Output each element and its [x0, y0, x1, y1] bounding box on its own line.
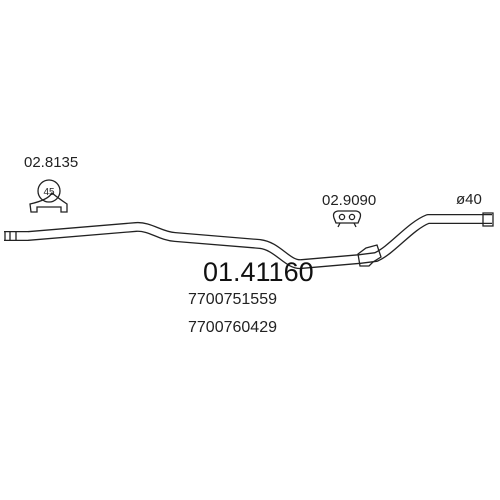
- mount-part-number: 02.9090: [322, 192, 376, 209]
- oem-number-2: 7700760429: [188, 319, 277, 336]
- clamp-part-number: 02.8135: [24, 154, 78, 171]
- oem-number-1: 7700751559: [188, 291, 277, 308]
- exhaust-pipe: [4, 212, 494, 270]
- rubber-mount-icon: [332, 210, 362, 228]
- clamp-size-label: 45: [43, 187, 55, 198]
- pipe-diameter-label: ø40: [456, 191, 482, 208]
- clamp-icon: 45: [29, 179, 68, 213]
- main-part-number: 01.41160: [203, 257, 314, 287]
